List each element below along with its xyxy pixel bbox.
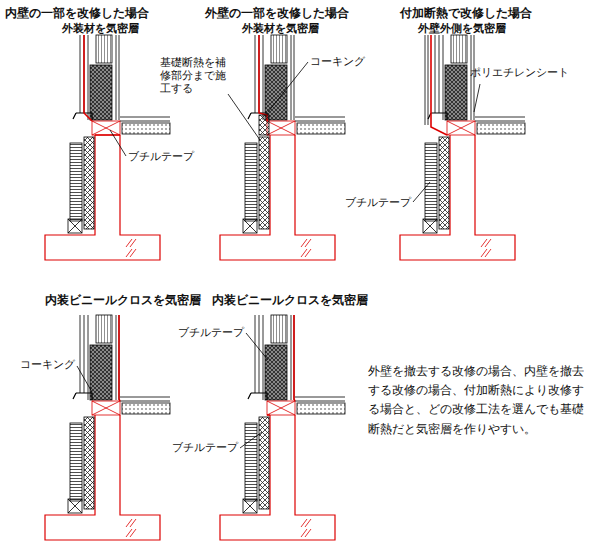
panel-heading: 付加断熱で改修した場合 xyxy=(400,6,532,20)
part-label: 基礎断熱を補修部分まで施工する xyxy=(160,56,228,96)
part-label: ブチルテープ xyxy=(345,196,411,209)
part-label: ポリエチレンシート xyxy=(470,66,569,79)
panel-heading: 内壁の一部を改修した場合 xyxy=(5,6,149,20)
airtight-layer-note: 外壁外側を気密層 xyxy=(418,22,506,35)
part-label: ブチルテープ xyxy=(178,326,244,339)
panel-heading: 内装ビニールクロスを気密層 xyxy=(45,293,201,307)
panel-heading: 内装ビニールクロスを気密層 xyxy=(212,293,368,307)
part-label: コーキング xyxy=(310,55,365,68)
part-label: コーキング xyxy=(20,358,75,371)
explanatory-note: 外壁を撤去する改修の場合、内壁を撤去する改修の場合、付加断熱により改修する場合と… xyxy=(368,362,586,439)
panel-heading: 外壁の一部を改修した場合 xyxy=(205,6,349,20)
airtight-layer-note: 外装材を気密層 xyxy=(242,22,319,35)
part-label: ブチルテープ xyxy=(172,441,238,454)
airtight-layer-note: 外装材を気密層 xyxy=(62,22,139,35)
part-label: ブチルテープ xyxy=(128,150,194,163)
